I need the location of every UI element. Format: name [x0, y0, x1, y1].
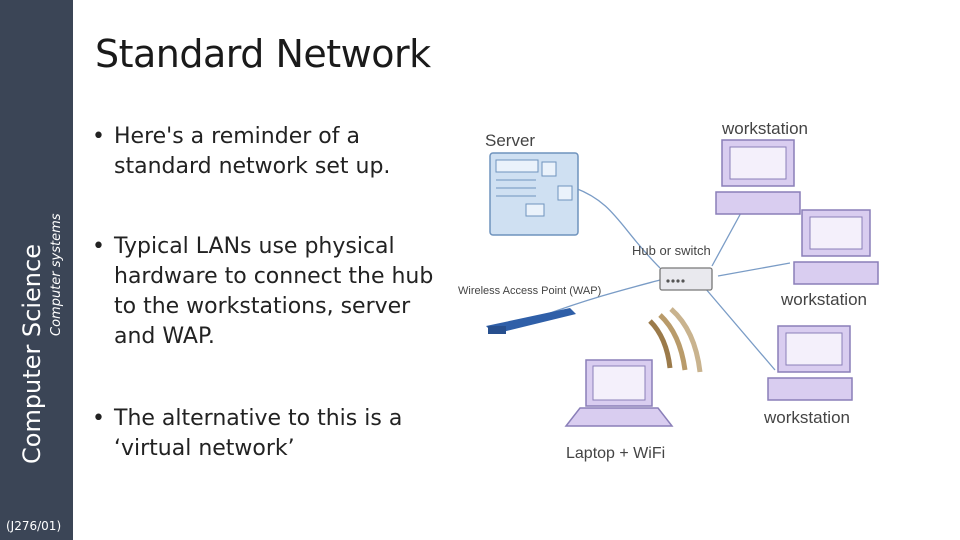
hub-port-icon: [666, 279, 670, 283]
bullet-dot: •: [92, 124, 105, 149]
laptop-keyboard-icon: [564, 407, 674, 427]
bullet-text: Typical LANs use physical hardware to co…: [114, 234, 434, 349]
screen-icon: [785, 332, 843, 366]
tower-icon: [793, 261, 879, 285]
cable-wsmid-hub: [717, 262, 791, 277]
server-drive-icon: [525, 203, 545, 217]
slide-title: Standard Network: [95, 32, 431, 76]
server-label: Server: [485, 131, 535, 150]
hub-port-icon: [681, 279, 685, 283]
laptop-display-icon: [592, 365, 646, 401]
cable-wap-hub: [541, 279, 661, 317]
tower-icon: [767, 377, 853, 401]
hub-label: Hub or switch: [632, 243, 711, 258]
bullet-item: • Typical LANs use physical hardware to c…: [92, 232, 454, 352]
hub-icon: [659, 267, 713, 291]
tower-icon: [715, 191, 801, 215]
sidebar-subject: Computer Science: [18, 244, 46, 464]
sidebar-topic: Computer systems: [49, 213, 64, 336]
wap-icon: [486, 308, 576, 334]
workstation-mid-label: workstation: [780, 290, 867, 309]
wap-device: Wireless Access Point (WAP): [458, 285, 703, 373]
screen-icon: [809, 216, 863, 250]
sidebar: Computer Science Computer systems (J276/…: [0, 0, 73, 540]
wap-label: Wireless Access Point (WAP): [458, 285, 601, 297]
cable-server-hub: [574, 187, 661, 269]
workstation-bottom-label: workstation: [763, 408, 850, 427]
workstation-mid-device: workstation: [780, 209, 879, 309]
workstation-top-label: workstation: [721, 119, 808, 138]
hub-device: Hub or switch: [632, 243, 713, 291]
wifi-wave-icon: [669, 307, 703, 373]
wap-base-icon: [488, 326, 506, 334]
hub-port-icon: [676, 279, 680, 283]
server-panel-icon: [495, 159, 539, 173]
bullet-dot: •: [92, 406, 105, 431]
server-drive-icon: [541, 161, 557, 177]
bullet-item: • The alternative to this is a ‘virtual n…: [92, 404, 454, 464]
bullet-dot: •: [92, 234, 105, 259]
workstation-bottom-device: workstation: [763, 325, 853, 427]
bullet-item: • Here's a reminder of a standard network…: [92, 122, 454, 182]
bullet-text: The alternative to this is a ‘virtual ne…: [114, 406, 403, 461]
screen-icon: [729, 146, 787, 180]
cable-wsbot-hub: [704, 287, 776, 371]
network-diagram: Server workstation workstation workstati…: [458, 119, 879, 462]
bullet-text: Here's a reminder of a standard network …: [114, 124, 391, 179]
wifi-wave-icon: [658, 313, 688, 371]
laptop-label: Laptop + WiFi: [566, 445, 665, 462]
server-device: Server: [485, 131, 579, 236]
server-drive-icon: [557, 185, 573, 201]
hub-port-icon: [671, 279, 675, 283]
workstation-top-device: workstation: [715, 119, 808, 215]
wifi-wave-icon: [648, 319, 673, 369]
laptop-device: Laptop + WiFi: [564, 359, 674, 462]
sidebar-code: (J276/01): [6, 519, 62, 533]
